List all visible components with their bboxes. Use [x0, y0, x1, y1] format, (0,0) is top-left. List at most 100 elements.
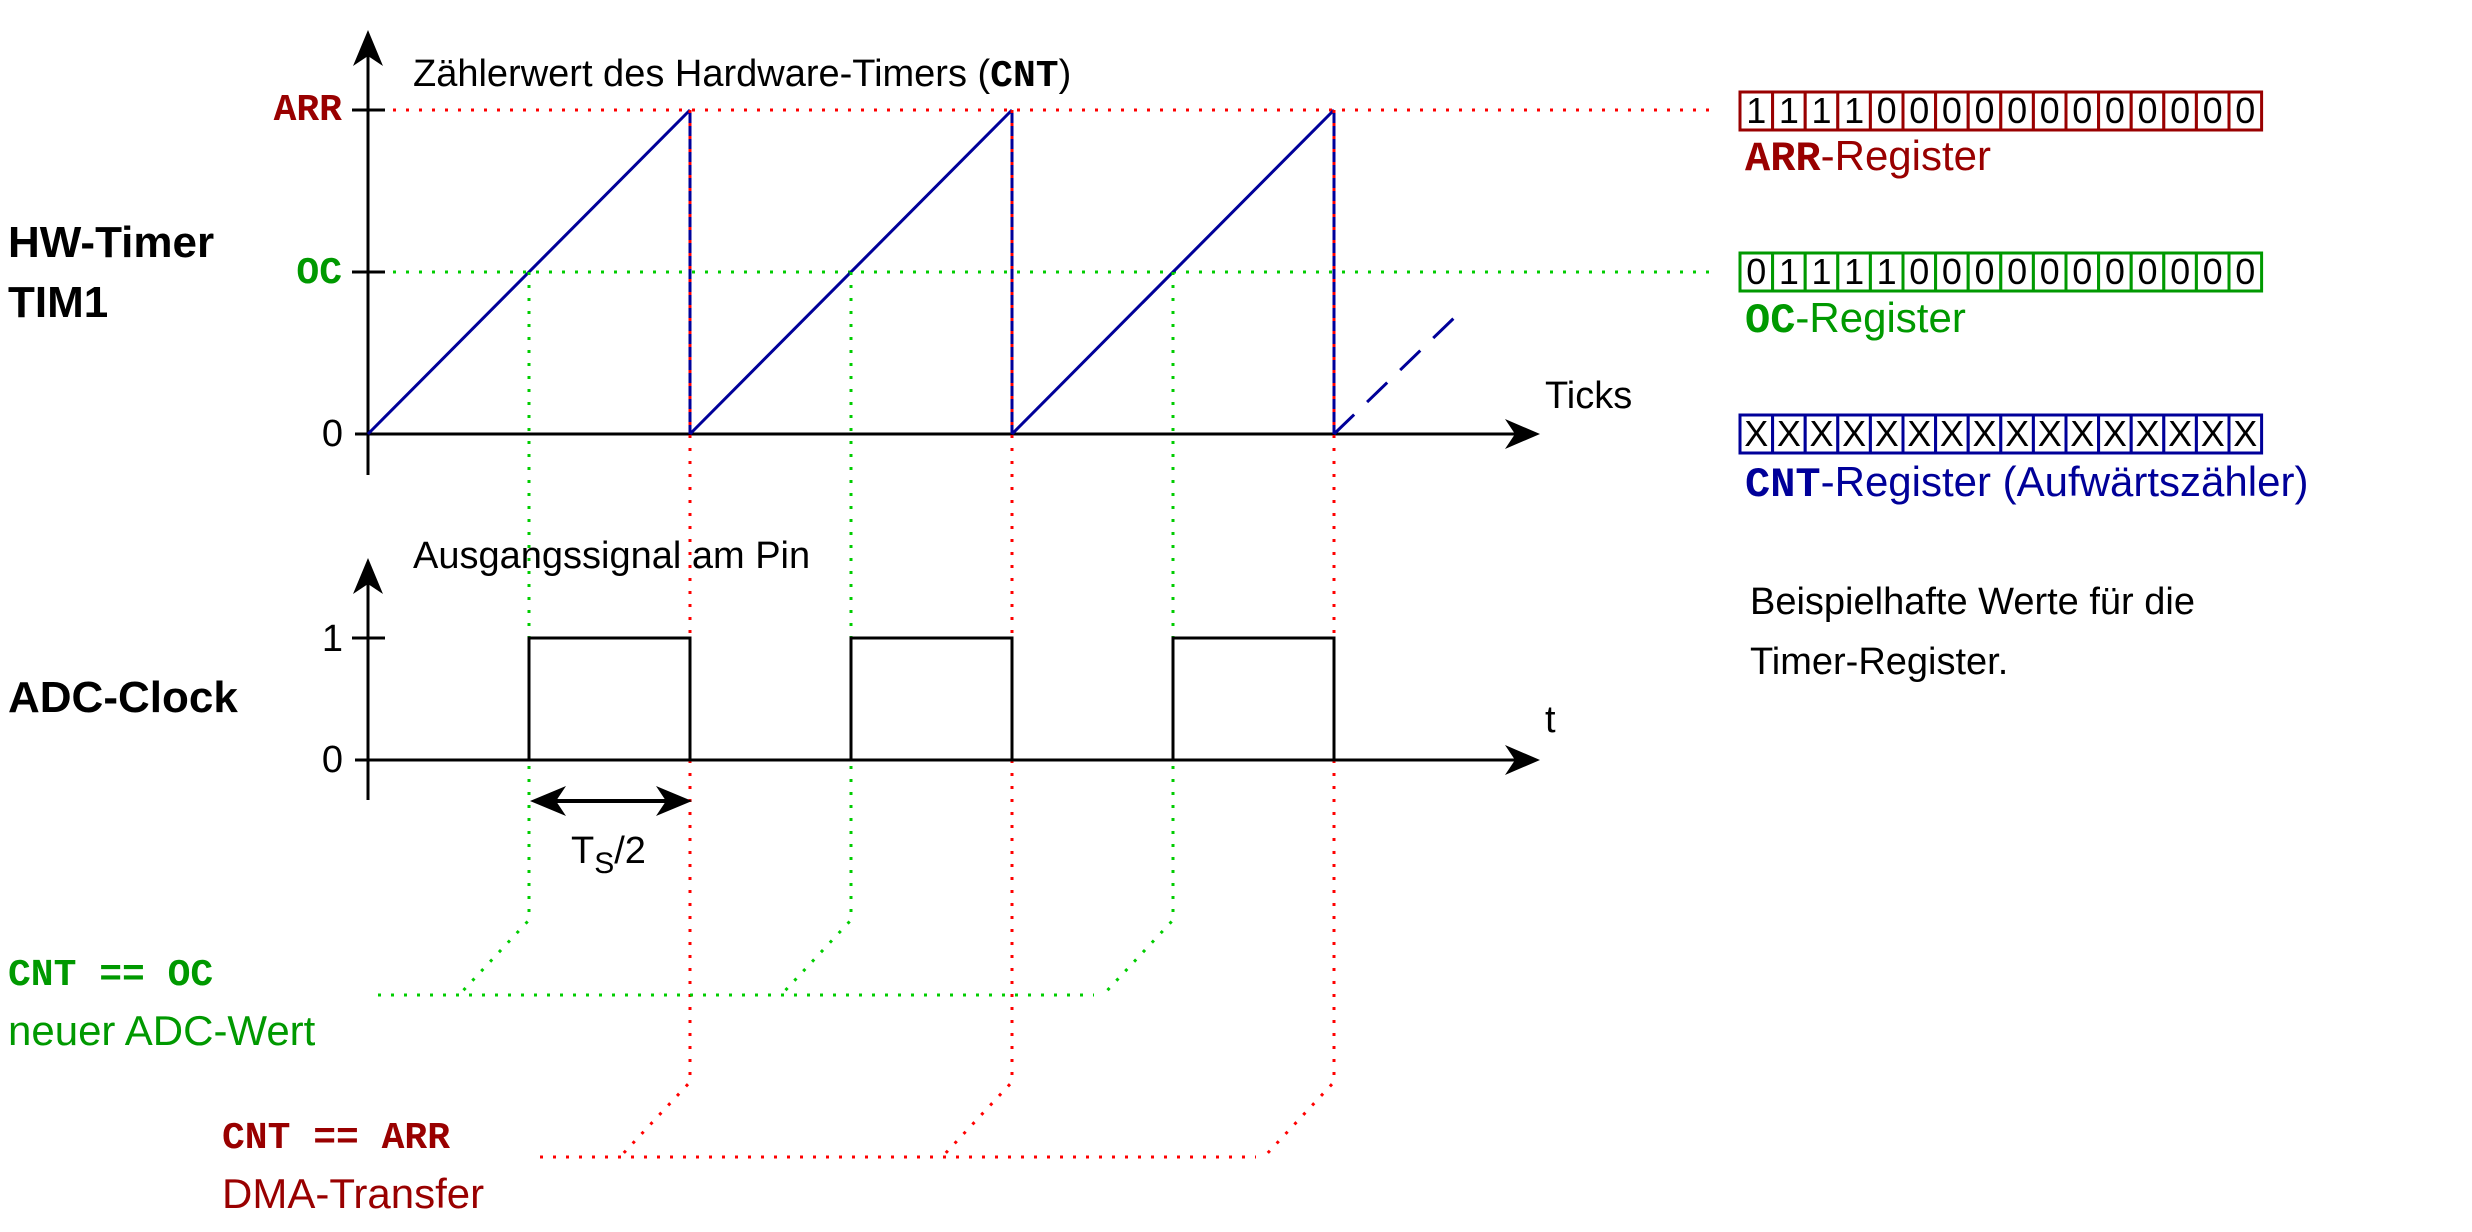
register-bit-value: 0 [1909, 90, 1929, 131]
register-bit-cell [1999, 251, 2035, 293]
register-bit-cell [2064, 90, 2101, 132]
register-bit-value: 1 [1844, 90, 1864, 131]
adc-pulse [527, 636, 692, 760]
register-bit-value: 0 [1974, 90, 1994, 131]
register-bit-value: 0 [2072, 90, 2092, 131]
register-bit-value: X [2103, 413, 2127, 454]
register-bit-cell [1803, 90, 1840, 132]
ticks-axis-label: Ticks [1545, 375, 1632, 417]
register-bit-value: X [1744, 413, 1768, 454]
register-bit-value: 0 [2040, 251, 2060, 292]
register-bit-value: X [2201, 413, 2225, 454]
register-bit-value: 0 [2203, 90, 2223, 131]
arr-event-line [1262, 110, 1336, 1159]
register-bit-cell [2227, 413, 2264, 455]
register-bit-value: 1 [1811, 90, 1831, 131]
tim1-label: TIM1 [8, 278, 108, 327]
timer-x-arrow-icon [1505, 419, 1540, 449]
register-bit-cell [2097, 90, 2133, 132]
register-bit-value: 1 [1779, 90, 1799, 131]
register-bit-value: 0 [2072, 251, 2092, 292]
register-bit-cell [2162, 90, 2198, 132]
register-bit-value: 0 [2137, 90, 2157, 131]
register-bit-cell [2031, 90, 2068, 132]
register-bit-cell [2129, 90, 2166, 132]
register-bit-cell [2227, 251, 2264, 293]
register-bit-cell [1966, 251, 2003, 293]
register-bit-value: X [1809, 413, 1833, 454]
register-bit-value: X [1875, 413, 1899, 454]
register-bit-value: 0 [2203, 251, 2223, 292]
oc-level-label: OC [296, 252, 342, 295]
register-bit-value: X [2005, 413, 2029, 454]
oc-register-label: OC-Register [1745, 294, 1966, 345]
event-lines [378, 110, 1336, 1159]
ts-right-arrow-icon [656, 786, 692, 816]
ts-half-label: TS/2 [571, 830, 646, 880]
t-axis-label: t [1545, 699, 1556, 741]
register-bit-cell [1868, 251, 1905, 293]
register-bit-value: 0 [2007, 251, 2027, 292]
adc-clock-label: ADC-Clock [8, 673, 238, 722]
arr-level-label: ARR [274, 89, 343, 132]
adc-pulse [849, 636, 1014, 760]
register-bit-cell [1934, 413, 1970, 455]
oc-event-line [457, 272, 531, 997]
register-bit-value: X [2135, 413, 2159, 454]
register-bit-cell [1836, 251, 1872, 293]
oc-event-line [779, 272, 853, 997]
register-bit-cell [2129, 413, 2166, 455]
register-bit-cell [1771, 251, 1807, 293]
register-bit-value: X [1940, 413, 1964, 454]
timer-chart: ARR OC 0 Zählerwert des Hardware-Timers … [8, 30, 1710, 475]
register-bit-value: X [1907, 413, 1931, 454]
register-bit-value: 0 [2170, 90, 2190, 131]
register-bit-value: 0 [2170, 251, 2190, 292]
register-bit-value: 0 [2137, 251, 2157, 292]
register-bit-cell [1934, 90, 1970, 132]
register-bit-value: X [1972, 413, 1996, 454]
register-bit-value: 0 [1942, 90, 1962, 131]
register-bit-value: X [1842, 413, 1866, 454]
adc-x-arrow-icon [1505, 745, 1540, 775]
register-bit-value: X [2233, 413, 2257, 454]
timer-title: Zählerwert des Hardware-Timers (CNT) [413, 53, 1071, 98]
register-bit-value: 0 [2040, 90, 2060, 131]
register-bit-cell [1901, 413, 1938, 455]
register-bit-value: X [2038, 413, 2062, 454]
register-bit-value: 0 [2007, 90, 2027, 131]
register-bit-value: 1 [1779, 251, 1799, 292]
register-bit-value: 0 [2105, 251, 2125, 292]
adc-title: Ausgangssignal am Pin [413, 535, 810, 577]
register-bit-cell [1999, 90, 2035, 132]
register-bit-cell [1901, 90, 1938, 132]
register-bit-cell [2064, 413, 2101, 455]
adc-chart: 1 0 Ausgangssignal am Pin t TS/2 ADC-Clo… [8, 535, 1556, 880]
register-bit-value: X [1777, 413, 1801, 454]
register-bit-cell [1868, 90, 1905, 132]
register-bit-cell [1966, 90, 2003, 132]
cnt-register-label: CNT-Register (Aufwärtszähler) [1745, 458, 2308, 509]
cnt-eq-oc-label: CNT == OC [8, 954, 213, 997]
register-bit-value: 0 [1746, 251, 1766, 292]
register-bit-value: X [2168, 413, 2192, 454]
arr-register-label: ARR-Register [1745, 132, 1991, 183]
register-bit-value: 0 [2105, 90, 2125, 131]
ts-left-arrow-icon [530, 786, 566, 816]
caption-line-1: Beispielhafte Werte für die [1750, 581, 2195, 623]
hw-timer-label: HW-Timer [8, 218, 214, 267]
new-adc-value-label: neuer ADC-Wert [8, 1007, 316, 1054]
register-bit-cell [2227, 90, 2264, 132]
adc-square-signal [527, 636, 1336, 760]
register-bit-cell [1771, 413, 1807, 455]
adc-y-arrow-icon [353, 558, 383, 594]
timer-y-arrow-icon [353, 30, 383, 66]
cnt-eq-arr-label: CNT == ARR [222, 1117, 450, 1160]
adc-pulse [1171, 636, 1336, 760]
register-bit-value: 0 [1877, 90, 1897, 131]
register-bit-value: 1 [1811, 251, 1831, 292]
register-bit-value: 1 [1877, 251, 1897, 292]
